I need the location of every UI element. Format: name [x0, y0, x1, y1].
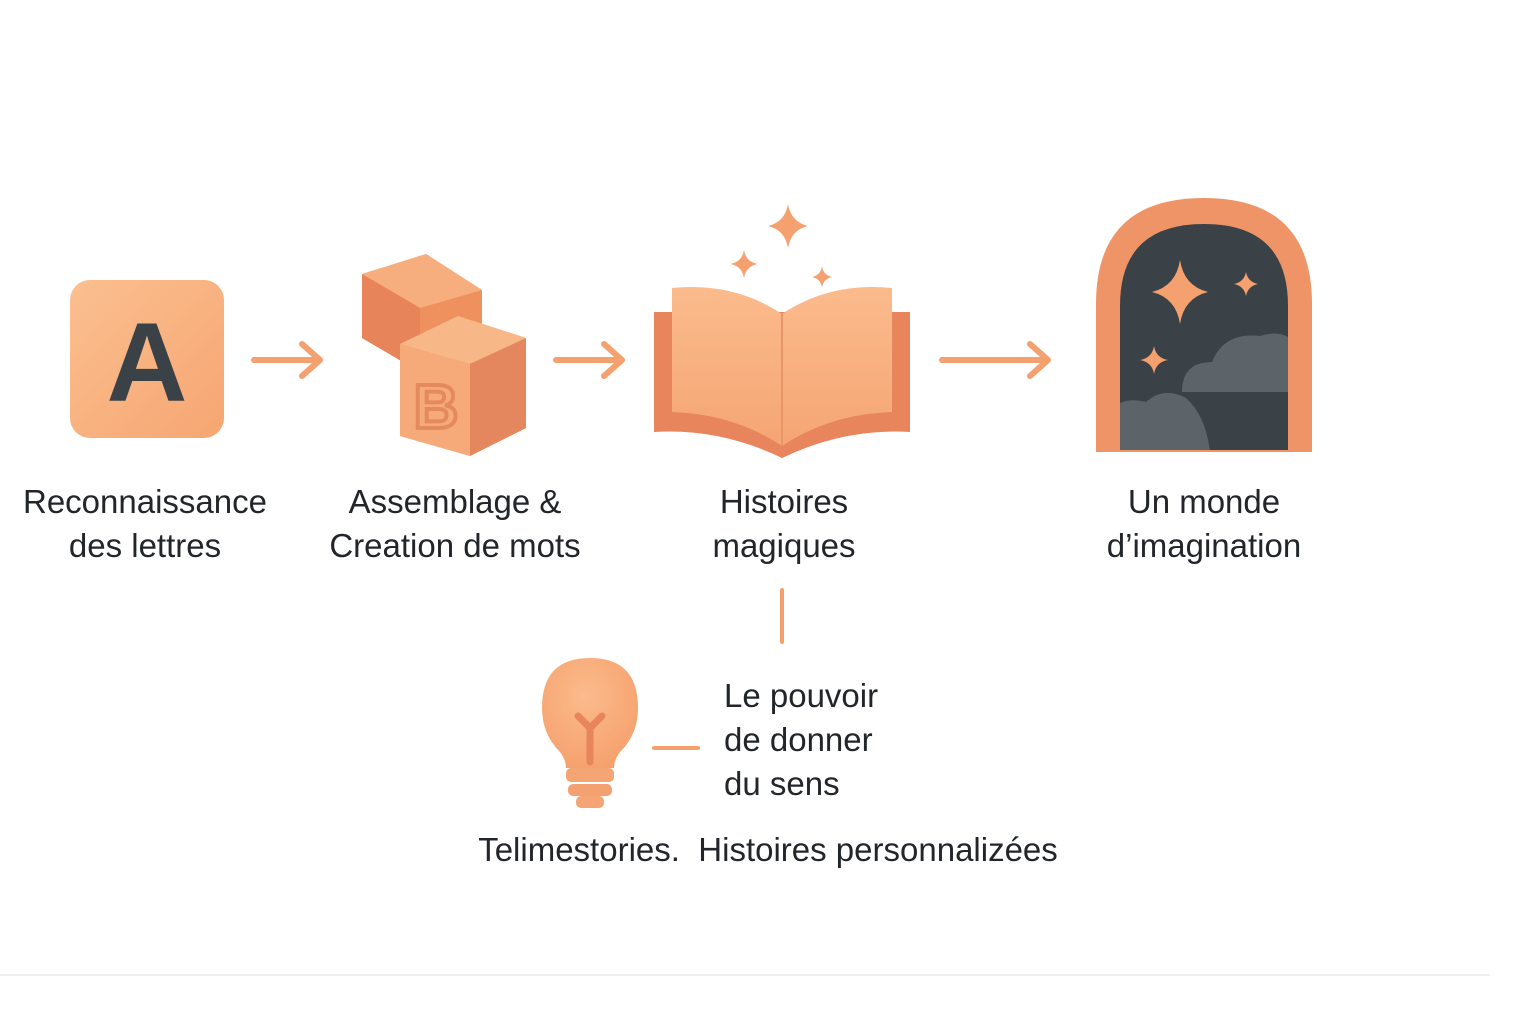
open-book-icon	[654, 204, 910, 458]
letter-a-tile-icon: A	[70, 280, 224, 438]
arrow-right-icon	[251, 341, 323, 379]
sparkle-icon	[1152, 260, 1208, 324]
tile-letter: A	[107, 300, 188, 425]
sparkle-icon	[1234, 272, 1258, 296]
sparkle-icon	[812, 266, 832, 288]
letter-blocks-icon: B	[362, 254, 526, 456]
brand-name: Telimestories.	[478, 831, 680, 868]
divider	[0, 974, 1490, 976]
step-label-words: Assemblage &Creation de mots	[329, 483, 581, 564]
block-letter: B	[414, 373, 459, 442]
arch-portal-icon	[1096, 198, 1312, 452]
arrow-right-icon	[939, 341, 1051, 379]
footer-caption: Telimestories. Histoires personnalizées	[0, 828, 1536, 872]
connector-line	[652, 746, 700, 750]
sparkle-icon	[1140, 346, 1168, 374]
lightbulb-icon	[542, 658, 638, 808]
arrow-right-icon	[553, 341, 625, 379]
sparkle-icon	[730, 250, 758, 278]
sparkle-icon	[768, 204, 808, 248]
cloud-icon	[1182, 333, 1288, 392]
cloud-icon	[1120, 392, 1210, 450]
connector-line	[780, 588, 784, 644]
tagline: Histoires personnalizées	[698, 831, 1058, 868]
